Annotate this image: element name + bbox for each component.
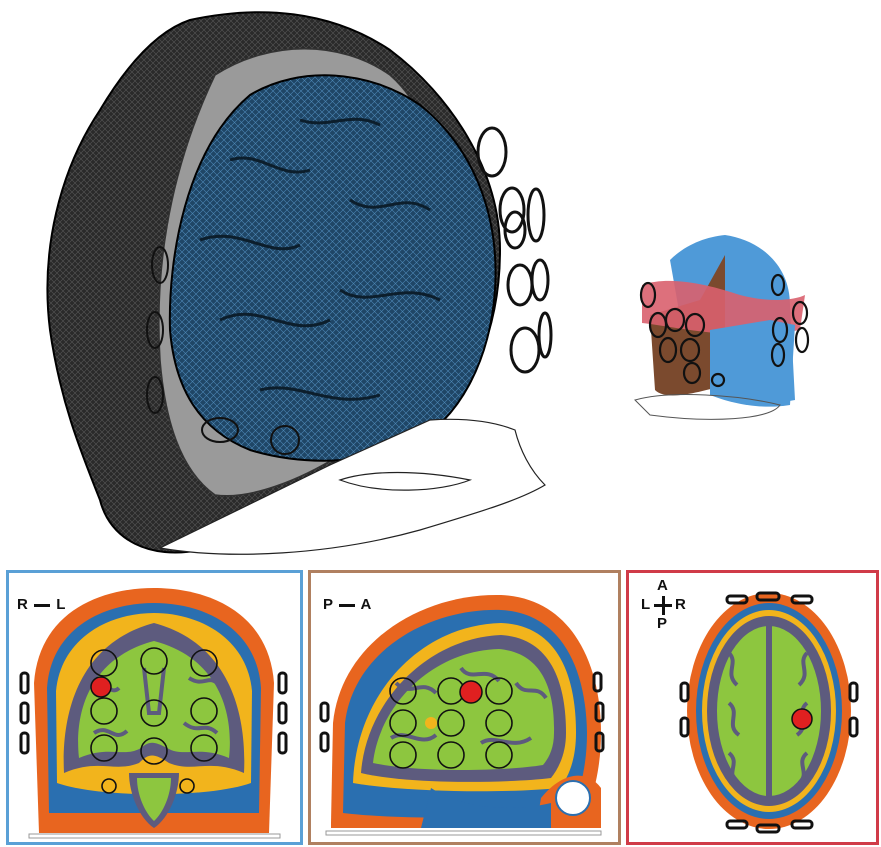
coronal-slice bbox=[9, 573, 300, 842]
sagittal-slice bbox=[311, 573, 618, 842]
axial-panel: A L R P bbox=[626, 570, 879, 845]
target-spot-icon bbox=[91, 677, 111, 697]
coronal-panel: R L bbox=[6, 570, 303, 845]
target-spot-icon bbox=[792, 709, 812, 729]
head-mesh-icon bbox=[0, 0, 600, 565]
brain-mesh bbox=[170, 75, 496, 460]
sagittal-panel: P A bbox=[308, 570, 621, 845]
orthogonal-planes-view bbox=[630, 225, 820, 430]
head-mesh-view bbox=[0, 0, 600, 565]
target-spot-icon bbox=[460, 681, 482, 703]
axial-slice bbox=[629, 573, 876, 842]
